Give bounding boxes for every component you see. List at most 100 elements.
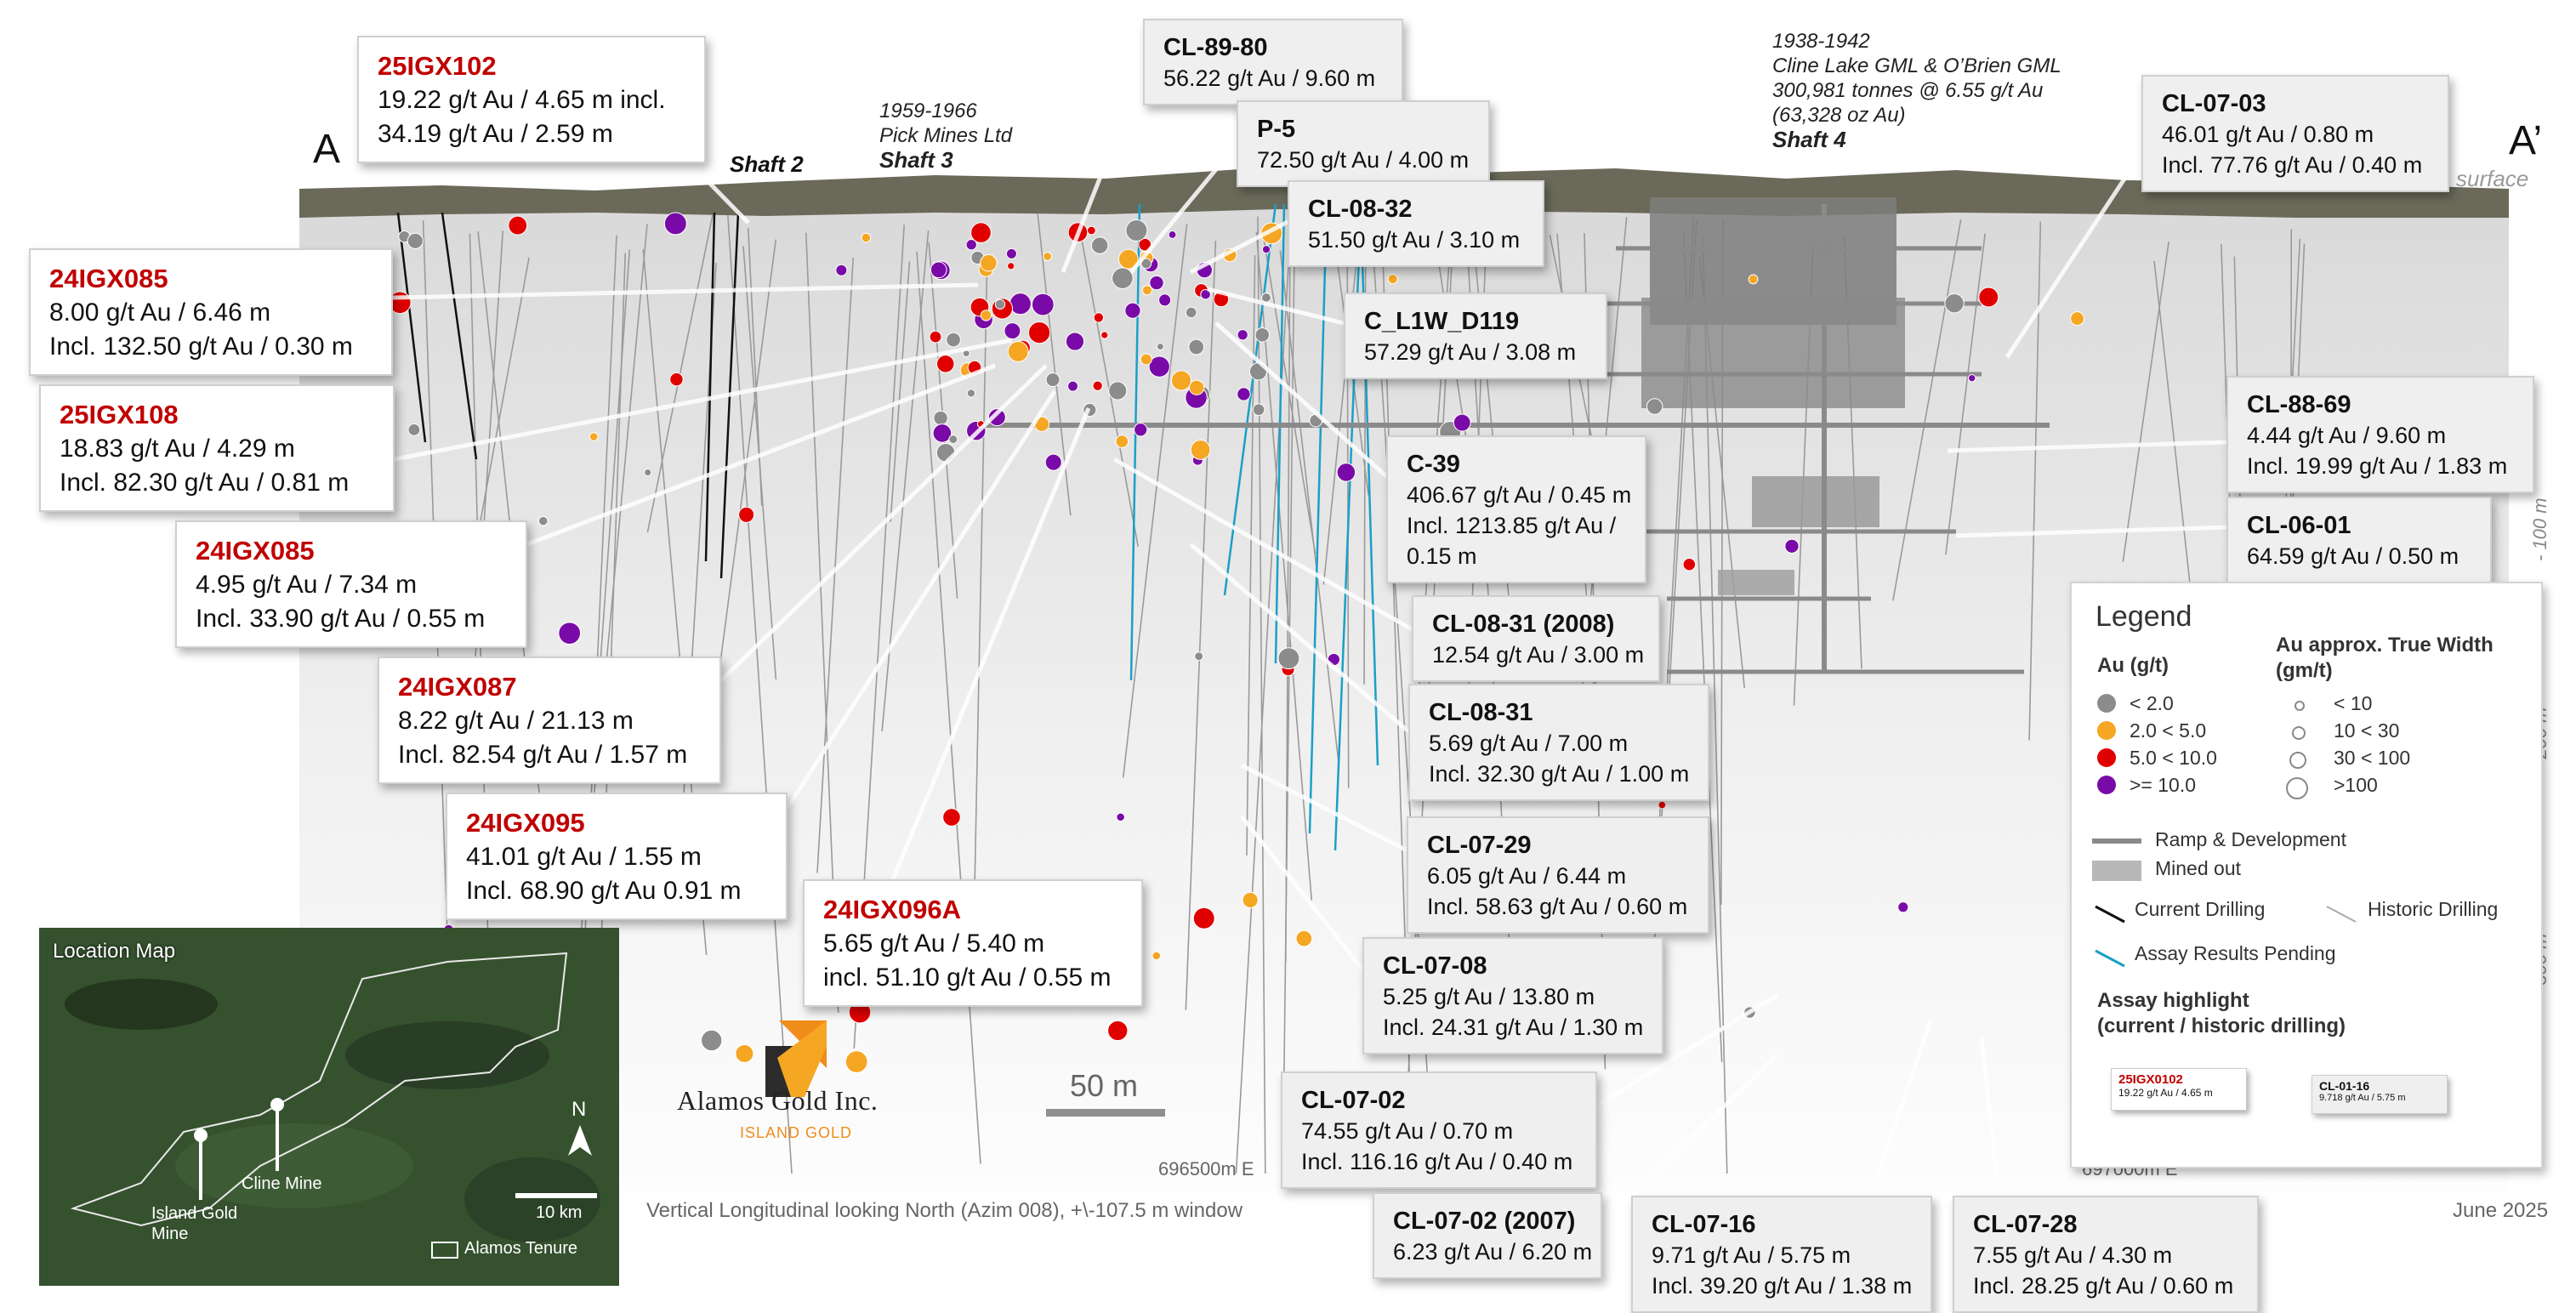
assay-intercept-dot <box>1031 293 1055 316</box>
callout-leader-line <box>785 389 1057 810</box>
legend-width-item: 30 < 100 <box>2334 747 2411 769</box>
legend-width-item: >100 <box>2334 774 2378 796</box>
legend-current-label: Current Drilling <box>2135 898 2266 920</box>
legend-width-swatch <box>2289 752 2306 769</box>
assay-intercept-dot <box>1112 267 1134 289</box>
assay-intercept-dot <box>1237 387 1251 401</box>
callout-line: 19.22 g/t Au / 4.65 m incl. <box>378 86 666 114</box>
callout-line: Incl. 58.63 g/t Au / 0.60 m <box>1427 894 1688 919</box>
assay-intercept-dot <box>589 432 599 441</box>
historic-drill-trace <box>1279 250 1339 764</box>
callout-title: 24IGX087 <box>398 672 517 702</box>
assay-intercept-dot <box>1295 929 1313 947</box>
callout-line: 6.05 g/t Au / 6.44 m <box>1427 863 1627 889</box>
callout-leader-line <box>1189 219 1291 275</box>
callout-leader-line <box>1955 525 2227 538</box>
date-label: June 2025 <box>2453 1199 2549 1222</box>
assay-intercept-dot <box>1784 538 1800 554</box>
historic-note-line: Pick Mines Ltd <box>879 124 1013 147</box>
callout-leader-line <box>1112 457 1413 632</box>
callout-line: 406.67 g/t Au / 0.45 m <box>1407 482 1632 508</box>
callout-cl-07-03: CL-07-03 46.01 g/t Au / 0.80 m Incl. 77.… <box>2141 75 2449 192</box>
assay-intercept-dot <box>1194 651 1204 662</box>
callout-line: 46.01 g/t Au / 0.80 m <box>2162 122 2374 147</box>
callout-line: 6.23 g/t Au / 6.20 m <box>1393 1239 1593 1265</box>
shaft-4-label: Shaft 4 <box>1772 127 1846 152</box>
assay-intercept-dot <box>942 808 961 827</box>
callout-line: 18.83 g/t Au / 4.29 m <box>60 435 295 463</box>
callout-title: 25IGX108 <box>60 400 179 429</box>
logo-sub: ISLAND GOLD <box>740 1124 853 1141</box>
callout-cl-07-02-2007: CL-07-02 (2007) 6.23 g/t Au / 6.20 m <box>1373 1192 1602 1279</box>
assay-intercept-dot <box>980 310 992 321</box>
legend-width-swatch <box>2295 701 2305 711</box>
current-drill-trace <box>441 212 478 460</box>
callout-cl-08-31-2008: CL-08-31 (2008) 12.54 g/t Au / 3.00 m <box>1412 595 1660 682</box>
assay-intercept-dot <box>948 435 958 445</box>
assay-intercept-dot <box>835 264 848 276</box>
callout-leader-line <box>1129 143 1238 274</box>
current-drill-trace <box>396 212 427 443</box>
shaft-2-label: Shaft 2 <box>730 151 804 177</box>
callout-line: 51.50 g/t Au / 3.10 m <box>1308 227 1521 253</box>
assay-intercept-dot <box>1156 343 1164 351</box>
assay-intercept-dot <box>1108 381 1128 401</box>
historic-drill-trace <box>646 214 714 533</box>
legend-width-swatch <box>2292 726 2306 740</box>
historic-drill-trace <box>742 246 777 680</box>
assay-intercept-dot <box>1387 274 1398 285</box>
callout-24igx096a: 24IGX096A 5.65 g/t Au / 5.40 m incl. 51.… <box>803 879 1143 1007</box>
callout-p-5: P-5 72.50 g/t Au / 4.00 m <box>1237 100 1490 187</box>
assay-intercept-dot <box>1087 225 1096 236</box>
callout-leader-line <box>890 407 1091 880</box>
assay-intercept-dot <box>1277 647 1300 670</box>
assay-intercept-dot <box>1116 812 1125 822</box>
current-drill-trace <box>704 212 716 562</box>
location-map-label-island: Island Gold Mine <box>151 1204 238 1243</box>
callout-25igx108: 25IGX108 18.83 g/t Au / 4.29 m Incl. 82.… <box>39 384 395 512</box>
legend-grade-swatch <box>2097 694 2116 713</box>
section-end-a-prime: A’ <box>2509 118 2543 163</box>
assay-intercept-dot <box>970 222 992 243</box>
assay-intercept-dot <box>669 372 684 387</box>
mined-out-area <box>1752 476 1879 527</box>
assay-intercept-dot <box>1646 398 1663 415</box>
assay-intercept-dot <box>1152 951 1162 961</box>
callout-line: 5.25 g/t Au / 13.80 m <box>1383 984 1595 1009</box>
ramp-development <box>978 197 2050 674</box>
callout-cl-06-01: CL-06-01 64.59 g/t Au / 0.50 m <box>2226 497 2492 583</box>
legend-width-item: 10 < 30 <box>2334 719 2400 742</box>
callout-cl-08-31: CL-08-31 5.69 g/t Au / 7.00 m Incl. 32.3… <box>1408 684 1709 801</box>
pending-drill-trace <box>1274 203 1286 664</box>
callout-leaders <box>392 67 2227 1226</box>
assay-intercept-dot <box>1149 275 1164 291</box>
location-map-scale: 10 km <box>536 1203 583 1222</box>
assay-intercept-dot <box>1242 891 1259 909</box>
callout-line: 5.65 g/t Au / 5.40 m <box>823 929 1045 958</box>
legend-example-current: 25IGX0102 19.22 g/t Au / 4.65 m <box>2111 1068 2247 1111</box>
legend-example-line: 9.718 g/t Au / 5.75 m <box>2319 1093 2406 1103</box>
assay-intercept-dot <box>738 506 755 523</box>
callout-leader-line <box>1947 440 2227 453</box>
assay-intercept-dot <box>1092 380 1103 391</box>
callout-leader-line <box>1240 815 1364 971</box>
callout-leader-line <box>1214 321 1388 478</box>
legend-ramp-swatch <box>2092 838 2141 844</box>
callout-leader-line <box>526 363 996 547</box>
callout-24igx085-b: 24IGX085 4.95 g/t Au / 7.34 m Incl. 33.9… <box>175 520 527 648</box>
assay-intercept-dot <box>1185 306 1197 319</box>
legend-panel: Legend Au (g/t) Au approx. True Width (g… <box>2070 582 2543 1168</box>
callout-title: 25IGX102 <box>378 51 497 81</box>
historic-drill-trace <box>972 259 988 973</box>
callout-line: Incl. 82.30 g/t Au / 0.81 m <box>60 469 350 497</box>
callout-line: 4.95 g/t Au / 7.34 m <box>196 571 418 599</box>
callout-line: Incl. 39.20 g/t Au / 1.38 m <box>1652 1273 1913 1299</box>
assay-intercept-dot <box>1188 338 1205 355</box>
historic-drill-trace <box>727 214 793 1174</box>
callout-title: CL-08-32 <box>1308 196 1413 223</box>
legend-grade-swatch <box>2097 721 2116 740</box>
legend-mined-label: Mined out <box>2155 857 2242 879</box>
assay-intercept-dot <box>1115 435 1129 448</box>
callout-line: Incl. 19.99 g/t Au / 1.83 m <box>2247 453 2508 479</box>
assay-intercept-dot <box>1005 247 1017 259</box>
